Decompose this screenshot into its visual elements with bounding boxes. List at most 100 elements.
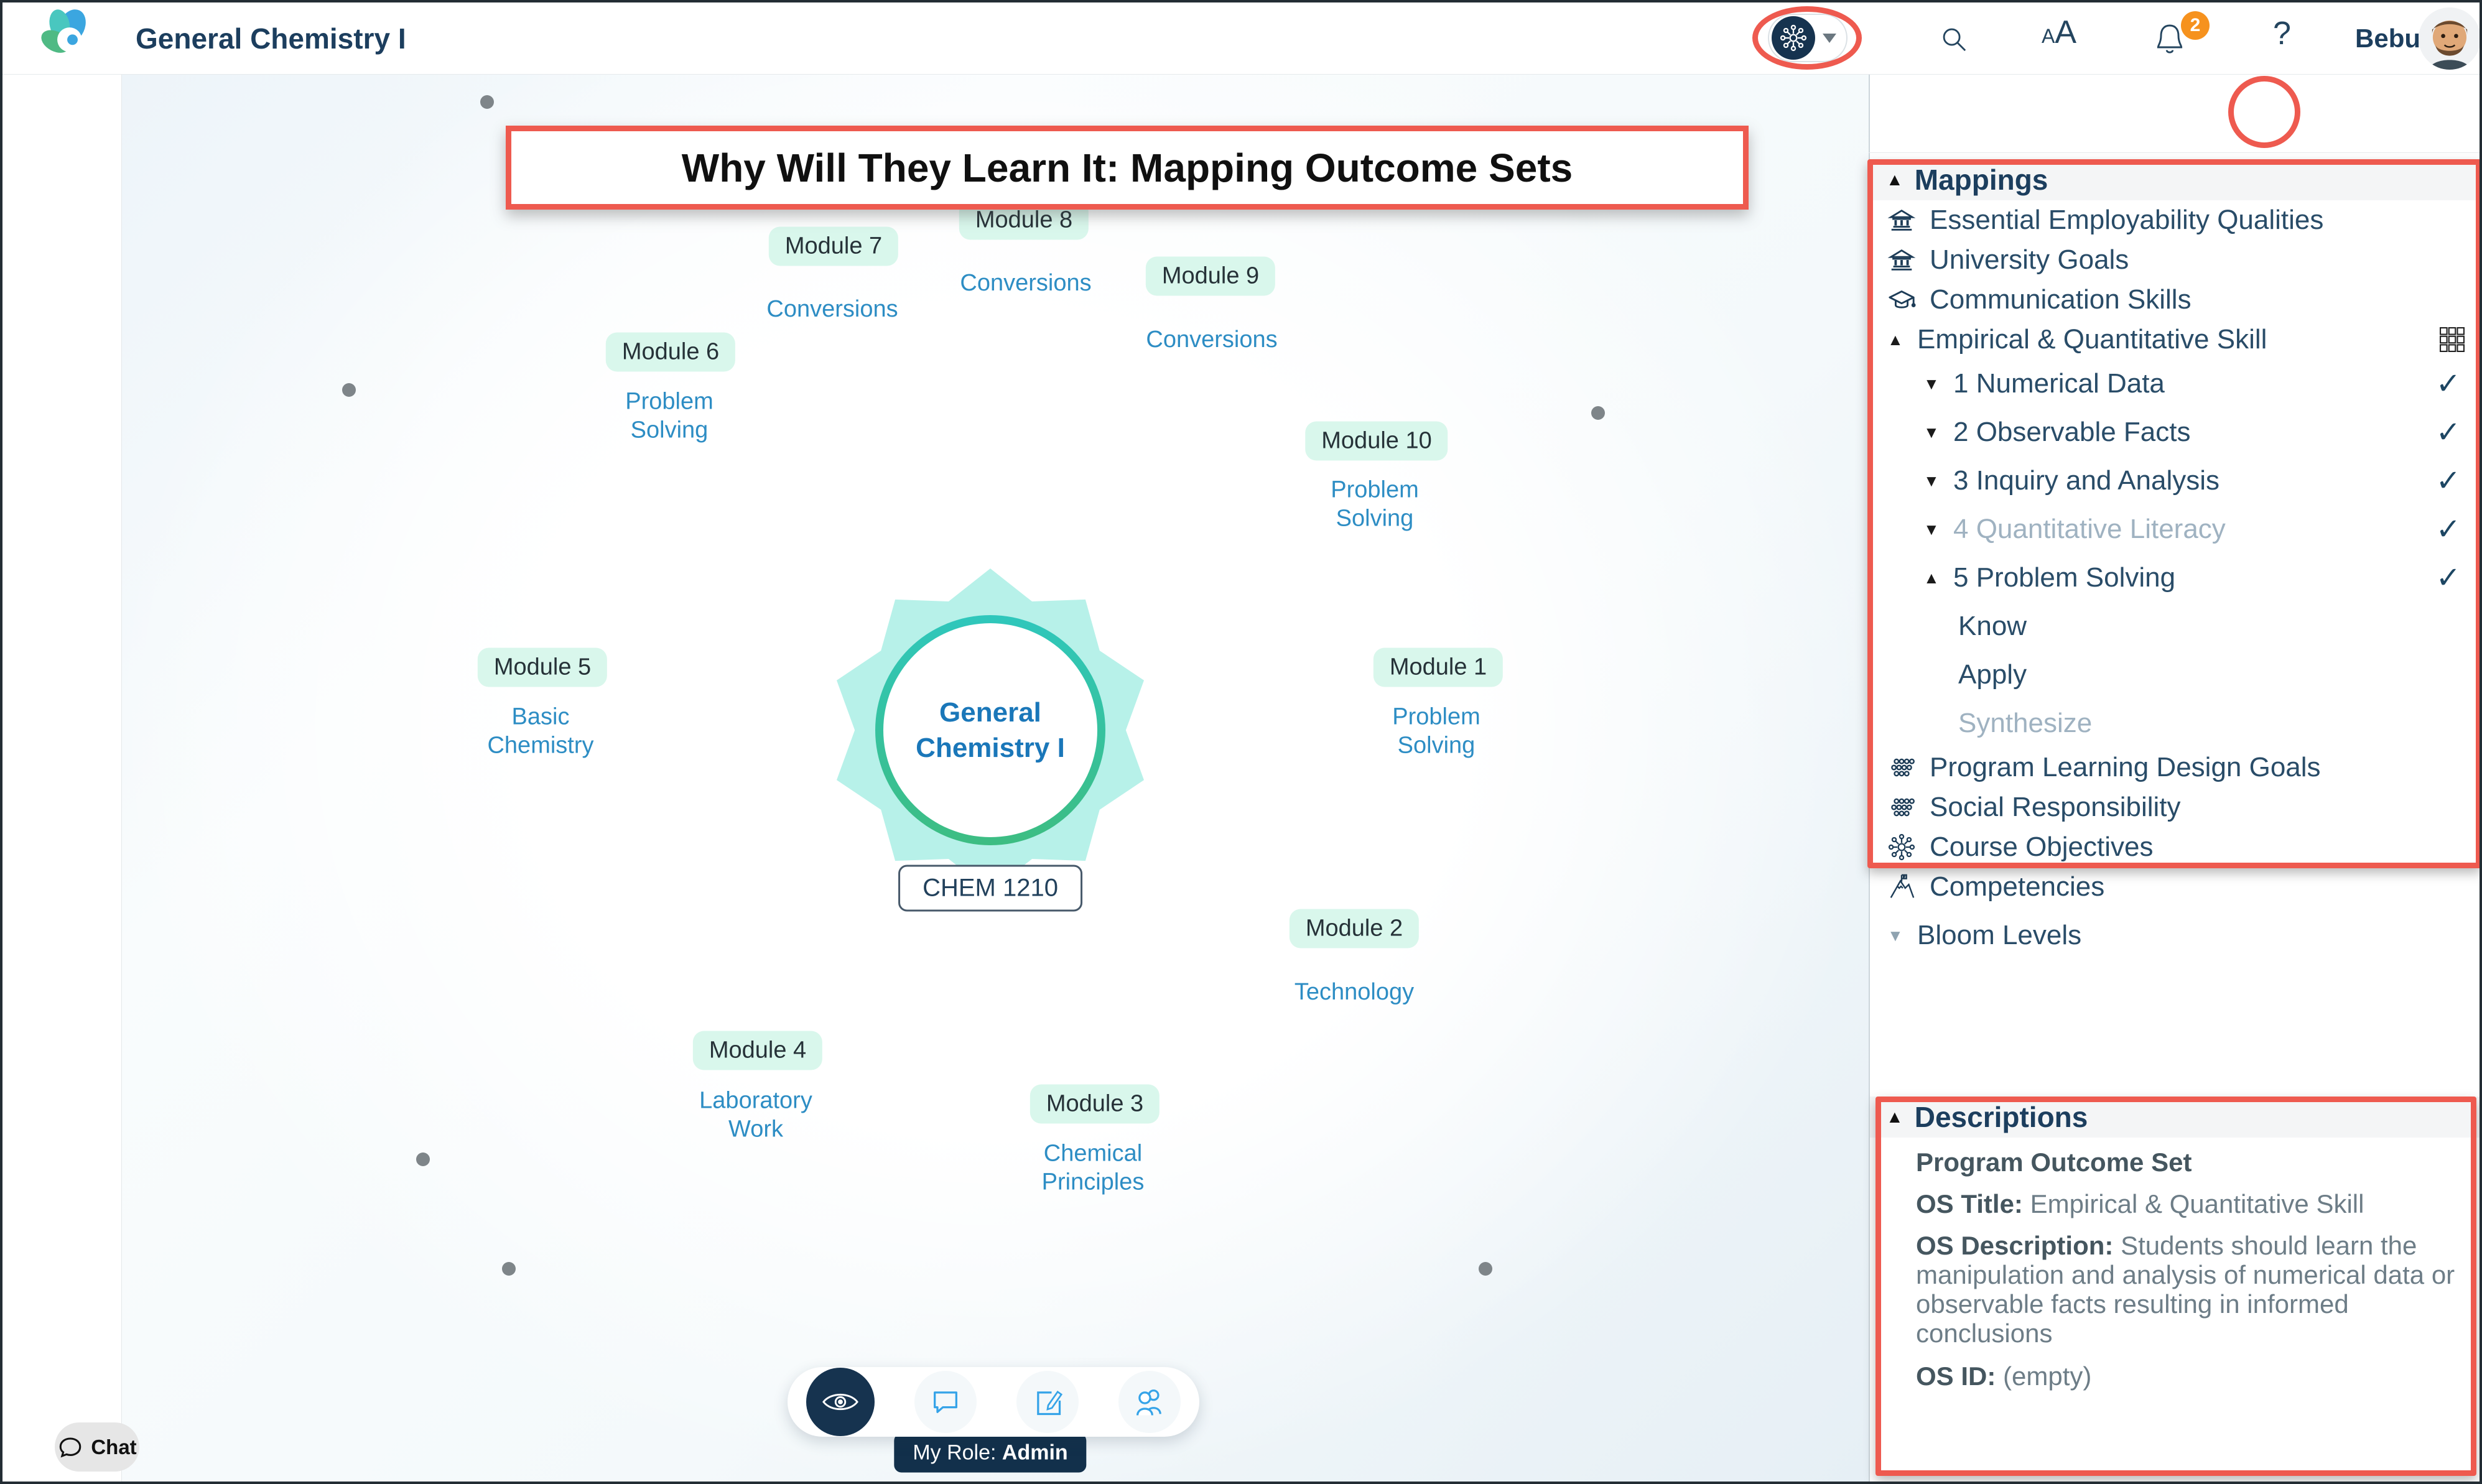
outcome-dot xyxy=(416,1152,430,1166)
mapping-label: Empirical & Quantitative Skill xyxy=(1917,324,2267,355)
course-center-title: General Chemistry I xyxy=(883,623,1097,837)
mapping-item[interactable]: Program Learning Design Goals xyxy=(1870,748,2480,787)
annotation-title-banner: Why Will They Learn It: Mapping Outcome … xyxy=(506,126,1749,210)
mapping-item[interactable]: ▲ Empirical & Quantitative Skill xyxy=(1870,320,2482,359)
mapping-item[interactable]: Know xyxy=(1870,602,2480,651)
mapping-item[interactable]: University Goals xyxy=(1870,240,2480,280)
module-topic-label[interactable]: Chemical Principles xyxy=(1041,1140,1145,1195)
mapping-label: Course Objectives xyxy=(1930,832,2154,862)
mapping-type-icon xyxy=(1887,206,1916,234)
mapping-item[interactable]: Essential Employability Qualities xyxy=(1870,200,2480,240)
check-icon: ✓ xyxy=(2435,562,2461,595)
module-pill[interactable]: Module 7 xyxy=(768,226,899,266)
module-pill[interactable]: Module 2 xyxy=(1289,909,1420,948)
role-badge: My Role: Admin xyxy=(894,1433,1087,1473)
mapping-type-icon xyxy=(1887,793,1916,822)
mapping-item[interactable]: ▼ 4 Quantitative Literacy ✓ xyxy=(1870,505,2480,554)
mapping-item[interactable]: ▼ Bloom Levels xyxy=(1870,916,2480,955)
mapping-item[interactable]: ▲ 5 Problem Solving ✓ xyxy=(1870,554,2480,602)
module-topic-label[interactable]: Problem Solving xyxy=(625,388,713,443)
caret-icon[interactable]: ▲ xyxy=(1923,568,1940,587)
caret-up-icon: ▲ xyxy=(1886,1107,1903,1126)
module-pill[interactable]: Module 6 xyxy=(605,332,736,372)
caret-icon[interactable]: ▲ xyxy=(1887,330,1903,349)
mapping-label: 2 Observable Facts xyxy=(1953,417,2191,447)
check-icon: ✓ xyxy=(2435,465,2461,498)
caret-icon[interactable]: ▼ xyxy=(1887,925,1903,945)
mapping-label: Essential Employability Qualities xyxy=(1930,205,2324,235)
chat-button[interactable]: Chat xyxy=(55,1422,139,1472)
mapping-label: Bloom Levels xyxy=(1917,920,2082,950)
course-code-pill[interactable]: CHEM 1210 xyxy=(898,865,1082,912)
edit-button[interactable] xyxy=(1016,1371,1079,1433)
mapping-item[interactable]: Communication Skills xyxy=(1870,280,2480,320)
mapping-label: Apply xyxy=(1958,659,2027,690)
app-logo-icon[interactable] xyxy=(39,9,97,67)
module-topic-label[interactable]: Problem Solving xyxy=(1331,476,1419,531)
caret-icon[interactable]: ▼ xyxy=(1923,422,1940,442)
mapping-item[interactable]: Social Responsibility xyxy=(1870,787,2480,827)
module-topic-label[interactable]: Technology xyxy=(1294,979,1415,1006)
module-pill[interactable]: Module 4 xyxy=(692,1031,823,1070)
module-topic-label[interactable]: Basic Chemistry xyxy=(487,703,594,758)
mapping-label: 5 Problem Solving xyxy=(1953,562,2176,593)
mappings-header[interactable]: ▲ Mappings xyxy=(1870,159,2480,200)
module-topic-label[interactable]: Conversions xyxy=(766,296,898,323)
mapping-type-icon xyxy=(1887,246,1916,274)
mapping-item[interactable]: Synthesize xyxy=(1870,699,2480,748)
mapping-item[interactable]: Competencies xyxy=(1870,867,2480,907)
help-icon[interactable]: ? xyxy=(2273,16,2291,52)
user-name[interactable]: Bebu xyxy=(2355,23,2420,53)
mappings-panel: ▲ Mappings Essential Employability Quali… xyxy=(1870,159,2482,955)
collaborators-button[interactable] xyxy=(1118,1371,1181,1433)
panel-tab-row xyxy=(1869,74,2480,153)
mapping-type-icon xyxy=(1887,753,1916,782)
mapping-item[interactable]: ▼ 3 Inquiry and Analysis ✓ xyxy=(1870,457,2480,505)
mapping-label: Program Learning Design Goals xyxy=(1930,752,2321,782)
chat-label: Chat xyxy=(91,1435,137,1458)
chevron-down-icon[interactable] xyxy=(1823,33,1836,43)
outcome-set-type: Program Outcome Set xyxy=(1916,1148,2192,1177)
page-title: General Chemistry I xyxy=(136,22,406,55)
mapping-label: 4 Quantitative Literacy xyxy=(1953,514,2226,544)
caret-icon[interactable]: ▼ xyxy=(1923,519,1940,539)
module-topic-label[interactable]: Laboratory Work xyxy=(699,1087,812,1142)
caret-up-icon: ▲ xyxy=(1886,170,1903,189)
mapping-item[interactable]: Course Objectives xyxy=(1870,827,2480,867)
module-pill[interactable]: Module 10 xyxy=(1305,421,1448,461)
mapping-label: 1 Numerical Data xyxy=(1953,368,2165,399)
module-topic-label[interactable]: Conversions xyxy=(960,270,1092,297)
mapping-label: Social Responsibility xyxy=(1930,792,2181,822)
outcome-dot xyxy=(342,383,356,397)
module-topic-label[interactable]: Conversions xyxy=(1146,327,1278,353)
comments-button[interactable] xyxy=(914,1371,977,1433)
module-pill[interactable]: Module 5 xyxy=(477,647,608,687)
search-icon[interactable] xyxy=(1938,24,1969,55)
check-icon: ✓ xyxy=(2435,513,2461,546)
module-pill[interactable]: Module 9 xyxy=(1145,256,1276,296)
edit-icon xyxy=(1031,1386,1064,1418)
course-menu-group[interactable] xyxy=(1768,14,1848,62)
mapping-type-icon xyxy=(1887,873,1916,901)
right-panel xyxy=(1869,74,2480,1482)
course-hub-button[interactable] xyxy=(1772,16,1815,60)
os-id-line: OS ID: (empty) xyxy=(1916,1361,2092,1391)
caret-icon[interactable]: ▼ xyxy=(1923,374,1940,393)
course-center-node[interactable]: General Chemistry I xyxy=(875,615,1105,845)
mapping-item[interactable]: ▼ 1 Numerical Data ✓ xyxy=(1870,359,2480,408)
module-topic-label[interactable]: Problem Solving xyxy=(1392,703,1480,758)
caret-icon[interactable]: ▼ xyxy=(1923,471,1940,490)
mapping-item[interactable]: Apply xyxy=(1870,651,2480,699)
grid-icon[interactable] xyxy=(2440,327,2465,352)
module-pill[interactable]: Module 1 xyxy=(1373,647,1504,687)
module-pill[interactable]: Module 3 xyxy=(1030,1084,1160,1124)
mapping-item[interactable]: ▼ 2 Observable Facts ✓ xyxy=(1870,408,2480,457)
mapping-label: University Goals xyxy=(1930,244,2129,275)
mapping-label: Know xyxy=(1958,611,2027,641)
view-mode-button[interactable] xyxy=(806,1368,875,1436)
descriptions-header[interactable]: ▲ Descriptions xyxy=(1870,1097,2480,1138)
avatar[interactable] xyxy=(2419,7,2480,70)
mapping-label: 3 Inquiry and Analysis xyxy=(1953,465,2220,496)
